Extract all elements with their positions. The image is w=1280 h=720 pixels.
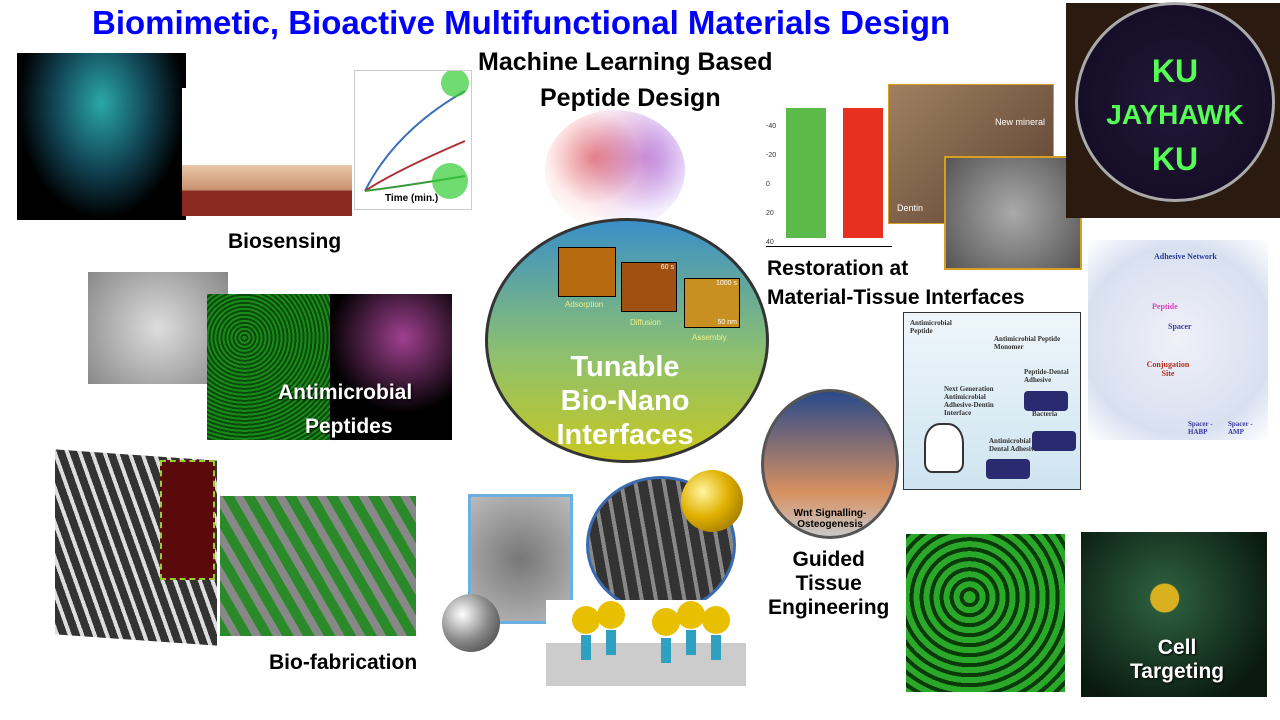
gold-sphere <box>681 470 743 532</box>
afm-adsorption <box>558 247 616 297</box>
tooth-icon <box>924 423 964 473</box>
network-peptide: Peptide <box>1152 302 1178 311</box>
stage-assembly: Assembly <box>692 333 727 342</box>
new-mineral-label: New mineral <box>995 117 1046 127</box>
diagram-label: Antimicrobial Peptide <box>910 319 952 335</box>
green-map <box>786 108 826 238</box>
tick: -40 <box>766 123 777 130</box>
diagram-label: Antimicrobial Dental Adhesive <box>989 437 1038 453</box>
dental-adhesive-diagram: Antimicrobial Peptide Antimicrobial Pept… <box>903 312 1081 490</box>
green-fiber-image <box>220 496 416 636</box>
biosensing-chart: Time (min.) <box>354 69 472 210</box>
legend-amp: Spacer -AMP <box>1228 420 1253 436</box>
cell-targeting-label: Cell Targeting <box>1130 636 1224 684</box>
ml-title-line1: Machine Learning Based <box>478 48 773 76</box>
adhesive-disc <box>1032 431 1076 451</box>
slide-title: Biomimetic, Bioactive Multifunctional Ma… <box>92 4 951 41</box>
protein-docking-image <box>17 53 186 220</box>
red-map <box>843 108 883 238</box>
tunable-line2: Bio-Nano <box>560 385 690 417</box>
time-label: 1000 s <box>715 280 737 287</box>
network-spacer: Spacer <box>1168 322 1192 331</box>
tick: 20 <box>766 210 774 217</box>
cell-line1: Cell <box>1157 636 1197 659</box>
cell-line2: Targeting <box>1130 660 1225 683</box>
petri-dish: KU JAYHAWK KU <box>1075 2 1275 202</box>
biosensing-label: Biosensing <box>228 230 342 253</box>
network-title: Adhesive Network <box>1154 252 1217 261</box>
petri-text-3: KU <box>1151 141 1199 177</box>
afm-assembly: 1000 s 50 nm <box>684 278 740 328</box>
diagram-label: Next Generation Antimicrobial Adhesive-D… <box>944 385 994 417</box>
time-label: 60 s <box>660 264 674 271</box>
adhesive-network-diagram: Adhesive Network Peptide Spacer Conjugat… <box>1088 240 1268 440</box>
diagram-label: Bacteria <box>1032 410 1058 418</box>
adhesive-disc <box>1024 391 1068 411</box>
adhesive-disc <box>986 459 1030 479</box>
tunable-label: Tunable Bio-Nano Interfaces <box>540 350 710 452</box>
diagram-label: Antimicrobial Peptide Monomer <box>994 335 1061 351</box>
bio-nano-interface-circle <box>485 218 769 463</box>
tick: 0 <box>766 181 770 188</box>
osteogenesis-label: Wnt Signalling-Osteogenesis <box>793 508 867 530</box>
tunable-line1: Tunable <box>570 351 680 383</box>
antimicrobial-label-2: Peptides <box>305 415 393 438</box>
map-axis: -40 -20 0 20 40 <box>766 112 776 257</box>
legend-habp: Spacer -HABP <box>1188 420 1213 436</box>
chart-axis-label: Time (min.) <box>385 193 439 204</box>
divider-line <box>766 246 892 247</box>
cell-targeting-image <box>1081 532 1267 697</box>
stage-diffusion: Diffusion <box>630 318 661 327</box>
tick: 40 <box>766 239 774 246</box>
porous-sem-image <box>944 156 1082 270</box>
guided-line2: Tissue <box>795 572 862 595</box>
green-cells-image <box>906 534 1065 692</box>
afm-diffusion: 60 s <box>621 262 677 312</box>
stage-adsorption: Adsorption <box>565 300 604 309</box>
osteogenesis-circle <box>761 389 899 539</box>
network-site: Conjugation Site <box>1146 360 1190 378</box>
guided-tissue-label: Guided Tissue Engineering <box>768 548 889 620</box>
antimicrobial-label-1: Antimicrobial <box>278 381 413 404</box>
substrate-with-gold-particles <box>546 600 746 686</box>
peptide-model-image <box>330 294 452 440</box>
guided-line1: Guided <box>792 548 865 571</box>
restoration-label-2: Material-Tissue Interfaces <box>767 286 1025 309</box>
biofabrication-label: Bio-fabrication <box>269 651 418 674</box>
guided-line3: Engineering <box>768 596 890 619</box>
silver-sphere <box>442 594 500 652</box>
ml-title-line2: Peptide Design <box>540 84 721 112</box>
sem-bacteria-image <box>88 272 228 384</box>
biosensor-diagram <box>182 88 352 216</box>
scale-label: 50 nm <box>717 319 737 326</box>
restoration-label-1: Restoration at <box>767 257 909 280</box>
tick: -20 <box>766 152 777 159</box>
fluorescence-image <box>207 294 332 440</box>
diagram-label: Peptide-Dental Adhesive <box>1024 368 1069 384</box>
peptide-structure-image <box>545 110 685 230</box>
petri-text-1: KU <box>1151 53 1199 89</box>
red-fluorescence-inset <box>160 460 215 580</box>
dentin-label: Dentin <box>897 203 924 213</box>
tunable-line3: Interfaces <box>556 419 694 451</box>
petri-text-2: JAYHAWK <box>1106 99 1244 130</box>
